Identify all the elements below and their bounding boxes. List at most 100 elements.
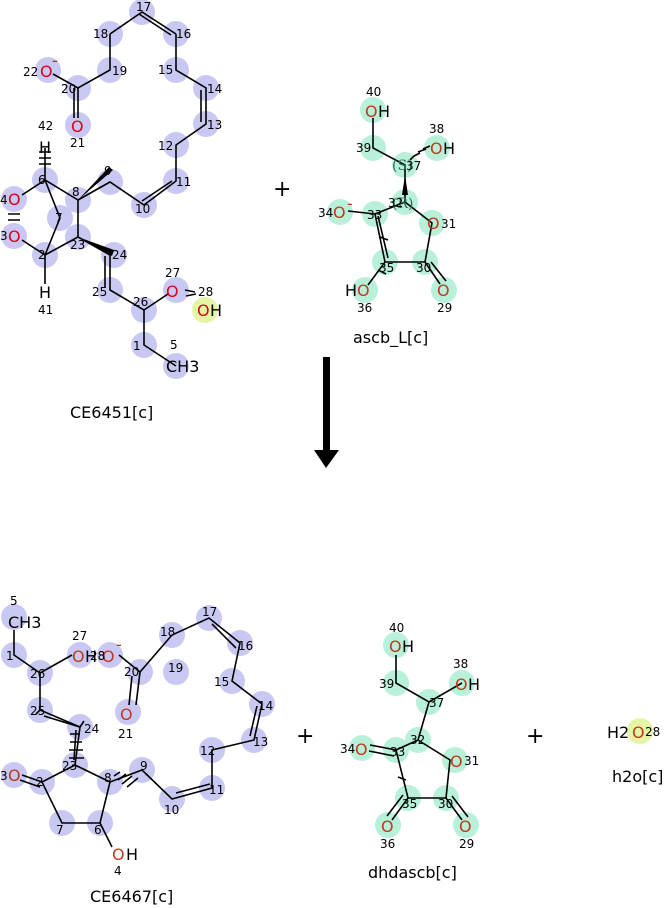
svg-text:32: 32 bbox=[388, 196, 403, 210]
svg-text:O: O bbox=[437, 281, 450, 300]
svg-text:O: O bbox=[389, 637, 402, 656]
svg-text:O: O bbox=[120, 705, 133, 724]
svg-text:O: O bbox=[8, 766, 21, 785]
svg-text:O: O bbox=[365, 102, 378, 121]
svg-text:37: 37 bbox=[406, 159, 421, 173]
svg-text:27: 27 bbox=[165, 266, 180, 280]
molecule-label: h2o[c] bbox=[612, 767, 663, 786]
svg-text:38: 38 bbox=[429, 122, 444, 136]
svg-text:6: 6 bbox=[94, 823, 102, 837]
svg-text:36: 36 bbox=[380, 837, 395, 851]
svg-text:30: 30 bbox=[416, 261, 431, 275]
svg-text:O: O bbox=[72, 647, 85, 666]
molecule-label: ascb_L[c] bbox=[353, 328, 428, 348]
svg-text:19: 19 bbox=[168, 661, 183, 675]
svg-text:H: H bbox=[39, 283, 51, 302]
svg-text:O: O bbox=[333, 203, 346, 222]
svg-text:20: 20 bbox=[61, 82, 76, 96]
svg-text:H: H bbox=[468, 675, 480, 694]
molecule-ascb-l: O H O H O - O H O O (S) (R) 40 39 37 38 … bbox=[318, 85, 457, 348]
svg-text:H: H bbox=[85, 647, 97, 666]
svg-text:18: 18 bbox=[93, 27, 108, 41]
molecule-label: CE6467[c] bbox=[90, 887, 173, 906]
svg-text:O: O bbox=[450, 752, 463, 771]
svg-text:9: 9 bbox=[104, 164, 112, 178]
svg-text:H: H bbox=[210, 301, 222, 320]
svg-text:2: 2 bbox=[38, 248, 46, 262]
svg-text:26: 26 bbox=[30, 667, 45, 681]
molecule-ce6467: CH3 O H O - O O O H 5 1 26 27 28 20 21 2… bbox=[0, 594, 275, 906]
svg-text:30: 30 bbox=[438, 797, 453, 811]
svg-text:17: 17 bbox=[202, 605, 217, 619]
svg-text:O: O bbox=[71, 117, 84, 136]
svg-text:CH3: CH3 bbox=[8, 613, 41, 632]
svg-text:36: 36 bbox=[357, 301, 372, 315]
svg-text:39: 39 bbox=[356, 141, 371, 155]
svg-text:3: 3 bbox=[0, 769, 8, 783]
svg-text:39: 39 bbox=[379, 677, 394, 691]
svg-text:O: O bbox=[8, 227, 21, 246]
svg-text:10: 10 bbox=[164, 803, 179, 817]
svg-text:41: 41 bbox=[38, 303, 53, 317]
svg-text:23: 23 bbox=[70, 238, 85, 252]
svg-text:13: 13 bbox=[253, 735, 268, 749]
svg-text:12: 12 bbox=[200, 744, 215, 758]
svg-text:8: 8 bbox=[72, 185, 80, 199]
atom-numbers: 40 39 37 38 32 31 33 34 35 30 36 29 bbox=[318, 85, 456, 315]
svg-text:22: 22 bbox=[23, 65, 38, 79]
svg-text:O: O bbox=[357, 281, 370, 300]
svg-text:14: 14 bbox=[207, 82, 222, 96]
svg-text:16: 16 bbox=[176, 27, 191, 41]
svg-text:O: O bbox=[102, 647, 115, 666]
svg-text:H: H bbox=[126, 845, 138, 864]
svg-text:15: 15 bbox=[214, 675, 229, 689]
svg-text:O: O bbox=[455, 675, 468, 694]
molecule-label: dhdascb[c] bbox=[368, 863, 457, 882]
svg-text:CH3: CH3 bbox=[166, 357, 199, 376]
svg-text:24: 24 bbox=[84, 722, 99, 736]
svg-text:(S): (S) bbox=[392, 158, 413, 174]
svg-text:O: O bbox=[197, 301, 210, 320]
svg-text:H2: H2 bbox=[607, 723, 629, 742]
svg-text:34: 34 bbox=[318, 206, 333, 220]
plus-sign: + bbox=[273, 177, 291, 202]
svg-text:H: H bbox=[402, 637, 414, 656]
svg-text:11: 11 bbox=[209, 783, 224, 797]
svg-text:33: 33 bbox=[390, 745, 405, 759]
svg-text:10: 10 bbox=[135, 202, 150, 216]
svg-text:O: O bbox=[8, 190, 21, 209]
svg-text:H: H bbox=[378, 102, 390, 121]
svg-text:27: 27 bbox=[72, 629, 87, 643]
svg-text:28: 28 bbox=[645, 725, 660, 739]
svg-text:O: O bbox=[427, 214, 440, 233]
svg-text:O: O bbox=[40, 62, 53, 81]
svg-text:2: 2 bbox=[36, 775, 44, 789]
reaction-arrow bbox=[314, 357, 339, 468]
svg-text:-: - bbox=[347, 194, 353, 213]
svg-text:35: 35 bbox=[379, 261, 394, 275]
svg-text:1: 1 bbox=[133, 339, 141, 353]
svg-text:O: O bbox=[459, 817, 472, 836]
svg-text:15: 15 bbox=[158, 63, 173, 77]
molecule-label: CE6451[c] bbox=[70, 403, 153, 422]
svg-text:24: 24 bbox=[112, 248, 127, 262]
svg-text:17: 17 bbox=[136, 0, 151, 14]
svg-text:21: 21 bbox=[118, 727, 133, 741]
svg-text:31: 31 bbox=[441, 217, 456, 231]
svg-text:38: 38 bbox=[453, 657, 468, 671]
svg-text:28: 28 bbox=[198, 285, 213, 299]
svg-text:O: O bbox=[166, 282, 179, 301]
svg-text:23: 23 bbox=[62, 759, 77, 773]
molecule-dhdascb: O H O H O O O O 40 39 37 38 32 31 33 34 … bbox=[340, 621, 480, 882]
svg-text:12: 12 bbox=[158, 139, 173, 153]
svg-text:42: 42 bbox=[38, 119, 53, 133]
molecule-h2o: H2 O 28 h2o[c] bbox=[607, 718, 663, 786]
molecule-ce6451: O - O O O H H O O H CH3 17 18 16 1 9 15 2… bbox=[0, 0, 222, 422]
atom-labels: O H O H O - O H O O (S) (R) bbox=[333, 102, 455, 300]
bonds bbox=[8, 11, 207, 367]
svg-text:14: 14 bbox=[258, 699, 273, 713]
atom-labels: O - O O O H H O O H CH3 bbox=[8, 51, 222, 376]
atom-numbers: 40 39 37 38 32 31 33 34 35 30 36 29 bbox=[340, 621, 479, 851]
svg-text:O: O bbox=[381, 817, 394, 836]
